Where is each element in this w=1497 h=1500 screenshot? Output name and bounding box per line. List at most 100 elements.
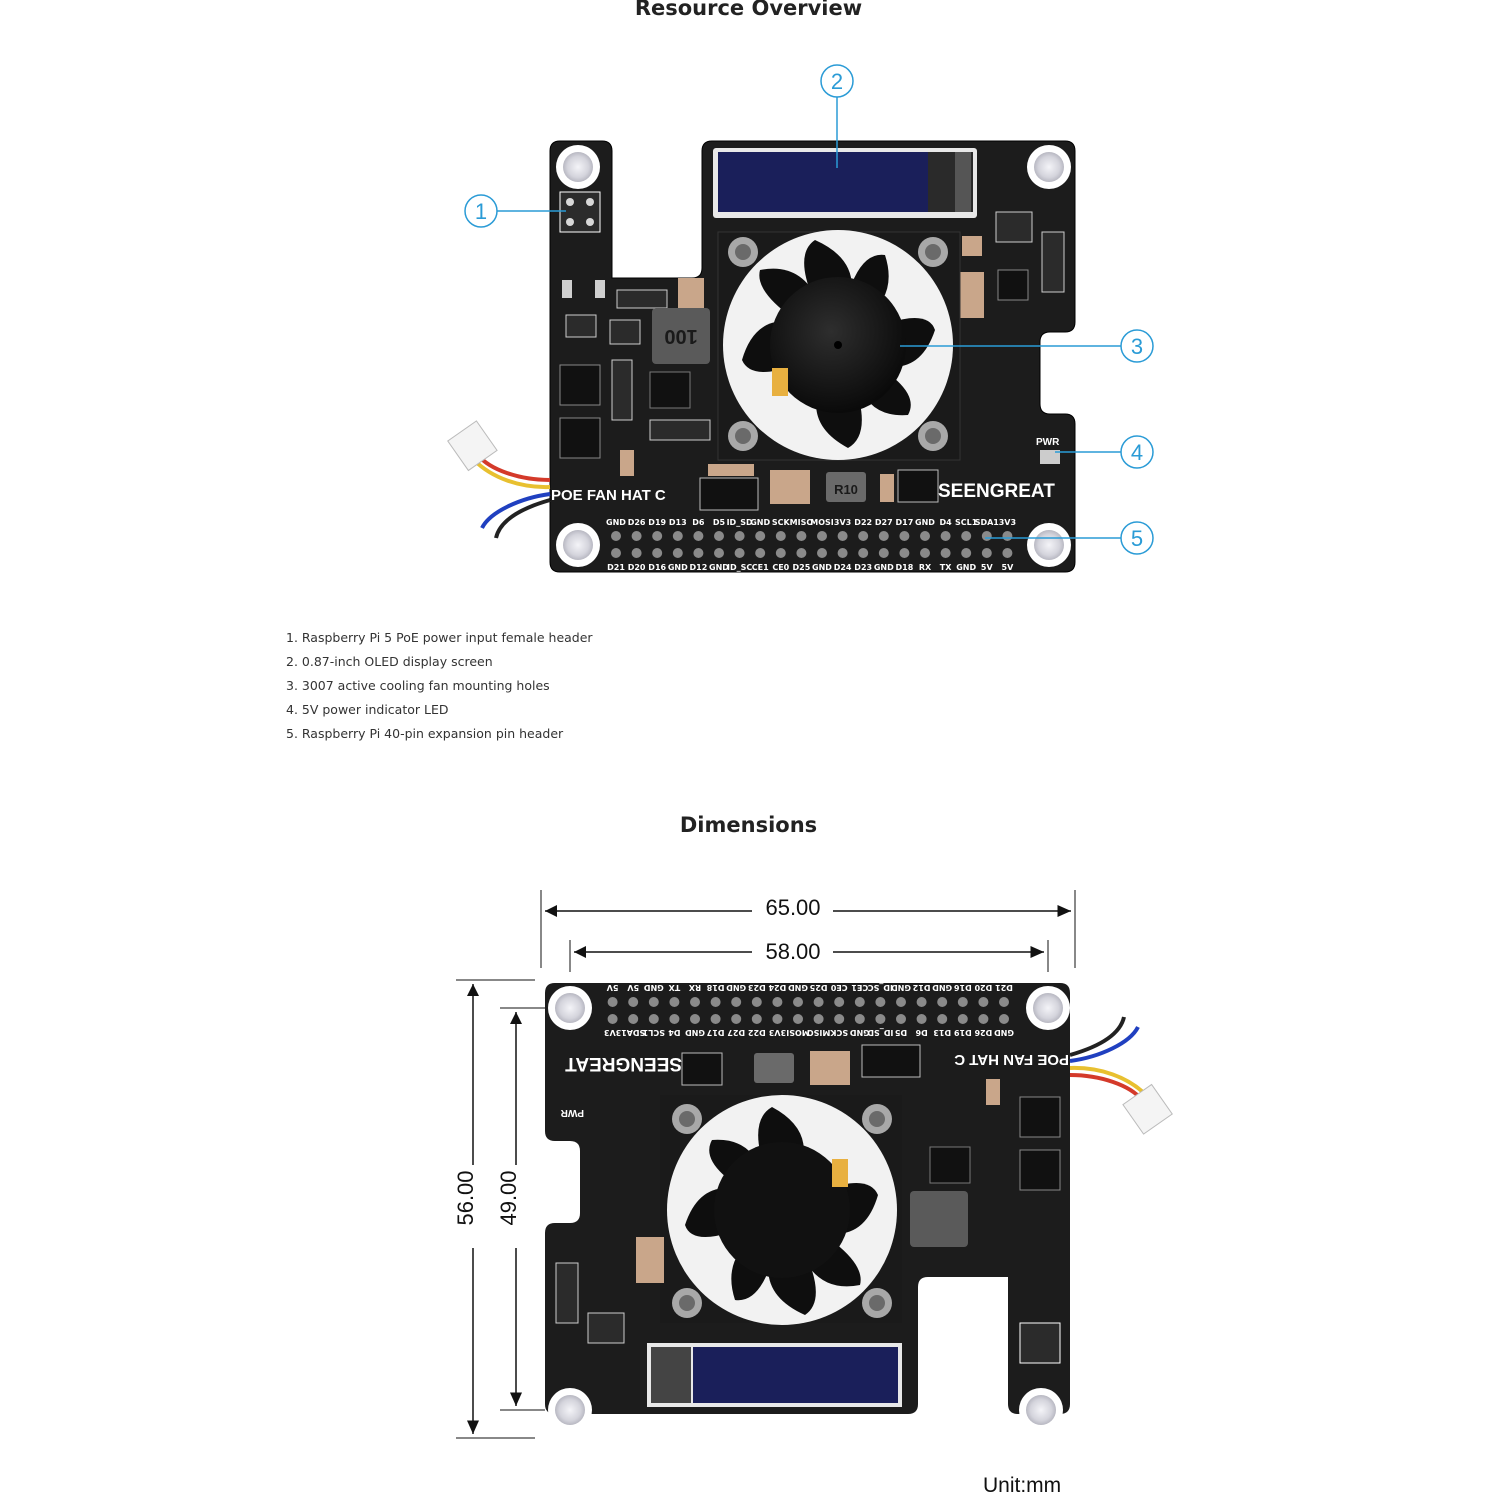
dim-height-holes-label: 49.00: [496, 1170, 521, 1225]
dim-width-holes: 58.00: [569, 939, 1049, 972]
gpio-pin: [734, 531, 745, 541]
gpio-pin-label: ID_SC: [868, 983, 893, 992]
pcb-board-rotated: GNDD21D26D20D19D16D13GNDD6D12D5GNDID_SDI…: [545, 983, 1173, 1414]
gpio-pin-label: D5: [713, 518, 726, 527]
gpio-pin: [628, 1014, 639, 1024]
gpio-pin-label: GND: [668, 563, 688, 572]
gpio-pin: [940, 548, 951, 558]
gpio-pin-label: GND: [606, 518, 626, 527]
gpio-pin: [1002, 531, 1013, 541]
gpio-pin: [734, 548, 745, 558]
gpio-pin: [607, 997, 618, 1007]
gpio-pin-label: D12: [690, 563, 708, 572]
gpio-pin: [714, 531, 724, 541]
gpio-pin: [813, 1014, 824, 1024]
gpio-pin-label: D16: [953, 983, 971, 992]
gpio-pin-label: GND: [709, 563, 729, 572]
gpio-pin-label: D20: [974, 983, 992, 992]
gpio-pin: [961, 531, 972, 541]
gpio-pin: [981, 548, 992, 558]
gpio-pin: [920, 531, 930, 541]
gpio-pin-label: GND: [956, 563, 976, 572]
gpio-pin-label: CE1: [752, 563, 769, 572]
gpio-pin-label: 3V3: [834, 518, 851, 527]
gpio-pin: [710, 997, 721, 1007]
feature-item: 4. 5V power indicator LED: [286, 702, 449, 717]
gpio-pin: [858, 548, 869, 558]
gpio-pin-label: GND: [726, 983, 746, 992]
gpio-pin: [878, 548, 889, 558]
gpio-pin-label: D4: [668, 1028, 681, 1037]
gpio-pin-label: TX: [668, 983, 680, 992]
gpio-pin: [755, 548, 766, 558]
fan-screw: [918, 421, 948, 451]
gpio-pin: [731, 997, 742, 1007]
gpio-pin: [940, 531, 951, 541]
gpio-pin: [628, 997, 639, 1007]
gpio-pin: [710, 1014, 721, 1024]
gpio-pin: [793, 997, 803, 1007]
gpio-pin-label: D20: [628, 563, 646, 572]
gpio-pin-label: D27: [875, 518, 893, 527]
smd-components: [559, 211, 1065, 511]
gpio-pin-label: 3V3: [769, 1028, 786, 1037]
gpio-pin-label: D12: [913, 983, 931, 992]
gpio-pin-label: D19: [648, 518, 666, 527]
gpio-pin: [896, 1014, 906, 1024]
gpio-pin: [854, 997, 865, 1007]
callout-5: 5: [985, 521, 1154, 555]
mounting-hole: [556, 523, 600, 567]
gpio-pin-label: GND: [932, 983, 952, 992]
gpio-pin-label: GND: [750, 518, 770, 527]
gpio-pin-label: MOSI: [786, 1028, 810, 1037]
gpio-pin: [978, 1014, 989, 1024]
gpio-pin: [751, 997, 762, 1007]
gpio-pin-label: SCL1: [642, 1028, 665, 1037]
gpio-pin-label: TX: [940, 563, 952, 572]
gpio-pin: [978, 997, 989, 1007]
gpio-pin: [690, 1014, 700, 1024]
gpio-pin: [957, 1014, 968, 1024]
gpio-pin-label: 5V: [627, 983, 640, 992]
gpio-pin: [837, 548, 848, 558]
callout-number: 4: [1131, 440, 1143, 465]
gpio-pin: [755, 531, 766, 541]
gpio-pin: [714, 548, 724, 558]
mounting-hole: [556, 145, 600, 189]
gpio-pin: [611, 548, 621, 558]
gpio-pin: [837, 531, 848, 541]
gpio-pin-label: D22: [748, 1028, 766, 1037]
gpio-pin-label: D5: [894, 1028, 907, 1037]
mounting-hole: [548, 1388, 592, 1432]
mounting-hole: [548, 986, 592, 1030]
gpio-pin-label: MISO: [807, 1028, 831, 1037]
gpio-pin: [669, 997, 680, 1007]
gpio-pin: [875, 997, 886, 1007]
gpio-pin: [937, 997, 948, 1007]
gpio-pin-label: D25: [809, 983, 827, 992]
fan-connector: [447, 420, 498, 472]
gpio-pin-label: D13: [669, 518, 687, 527]
fan-screw: [918, 237, 948, 267]
gpio-pin-label: CE0: [830, 983, 847, 992]
gpio-pin: [631, 531, 642, 541]
gpio-pin-label: GND: [812, 563, 832, 572]
gpio-pin-label: 5V: [981, 563, 994, 572]
fan-screw: [728, 237, 758, 267]
gpio-pin: [834, 1014, 845, 1024]
gpio-pin: [813, 997, 824, 1007]
gpio-pin-label: D27: [727, 1028, 745, 1037]
callout-3: 3: [900, 329, 1154, 363]
gpio-pin: [916, 997, 927, 1007]
gpio-pin-label: GND: [874, 563, 894, 572]
unit-label: Unit:mm: [983, 1474, 1062, 1497]
poe-input-header: [559, 191, 601, 233]
gpio-pin: [772, 1014, 783, 1024]
gpio-pin-label: GND: [685, 1028, 705, 1037]
inductor-label: 100: [664, 325, 697, 347]
gpio-pin: [669, 1014, 680, 1024]
gpio-pin: [896, 997, 906, 1007]
gpio-pin: [751, 1014, 762, 1024]
gpio-pin-label: D6: [692, 518, 705, 527]
